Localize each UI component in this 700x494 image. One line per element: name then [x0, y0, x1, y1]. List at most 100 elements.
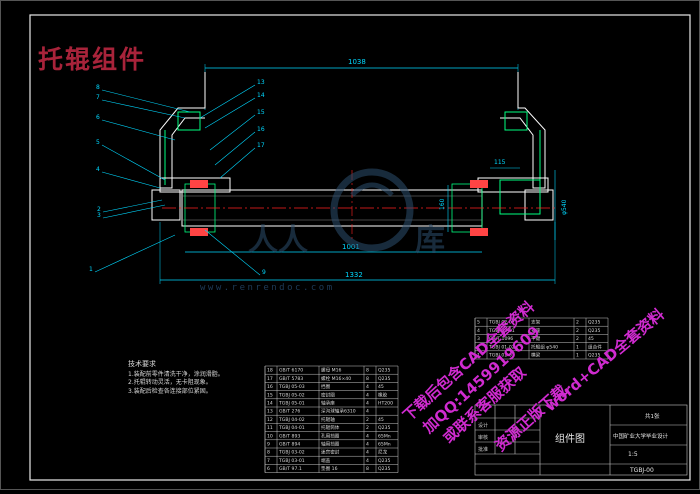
tech-note-line: 2.托辊转动灵活，无卡阻现象。 [128, 379, 212, 386]
table-cell: 1 [576, 344, 579, 350]
table-cell: 支架 [531, 319, 541, 326]
callout-leader [204, 229, 261, 276]
table-cell: 2 [366, 425, 369, 431]
right-bracket [477, 72, 554, 221]
table-cell: 4 [366, 458, 369, 464]
callout-number: 4 [96, 166, 100, 173]
table-cell: 9 [267, 442, 270, 448]
callout-leader [101, 171, 161, 189]
table-cell: GB/T 97.1 [279, 466, 302, 472]
drawing-title: 托辊组件 [38, 45, 147, 74]
callout-leaders [94, 84, 261, 276]
table-cell: 12 [267, 417, 273, 423]
table-cell: Q235 [378, 376, 390, 382]
callout-number: 3 [97, 212, 101, 219]
table-cell: TGBJ 03-02 [278, 450, 305, 456]
table-cell: Q235 [378, 466, 390, 472]
table-cell: 2 [477, 344, 480, 350]
table-cell: TGBJ 01-01 [488, 353, 515, 359]
callout-number: 8 [96, 84, 100, 91]
table-cell: 2 [576, 320, 579, 326]
callout-leader [101, 144, 166, 181]
callout-number: 15 [257, 109, 265, 116]
table-cell: 45 [588, 336, 594, 342]
table-cell: 3 [477, 336, 480, 342]
table-cell: 2 [576, 336, 579, 342]
table-cell: 6 [267, 466, 270, 472]
table-cell: 1 [477, 353, 480, 359]
table-cell: 8 [267, 450, 270, 456]
title-block-role1: 设计 [478, 422, 488, 429]
table-cell: 轴用挡圈 [321, 441, 340, 448]
dim-height-b: φ540 [561, 199, 568, 215]
callout-leader [102, 199, 163, 213]
table-cell: 横梁 [531, 352, 541, 359]
watermark-logo: 人人 库 [248, 168, 445, 258]
table-cell: TGBJ 01-02 [488, 344, 515, 350]
callout-number: 9 [262, 269, 266, 276]
table-cell: 支座 [531, 327, 541, 334]
table-cell: 5 [477, 320, 480, 326]
table-cell: GB/T 276 [279, 409, 300, 415]
site-watermark: www.renrendoc.com [200, 283, 335, 293]
table-cell: 65Mn [378, 433, 391, 439]
table-cell: 11 [267, 425, 273, 431]
callout-leader [209, 114, 256, 151]
table-cell: 挡圈 [321, 383, 331, 390]
tech-notes-heading: 技术要求 [128, 360, 156, 368]
callout-number: 13 [257, 79, 265, 86]
table-cell: 10 [267, 433, 273, 439]
table-cell: TGBJ 05-02 [278, 392, 305, 398]
title-block-role3: 批准 [478, 446, 488, 453]
table-cell: 4 [366, 401, 369, 407]
callout-number: 14 [257, 92, 265, 99]
svg-text:人人: 人人 [248, 223, 308, 258]
table-cell: 端盖 [321, 457, 331, 464]
title-block-scale: 1:5 [628, 451, 638, 458]
callout-number: 7 [96, 94, 100, 101]
table-cell: 轴承座 [321, 400, 335, 407]
callout-leader [214, 131, 256, 166]
table-cell: 4 [366, 384, 369, 390]
table-cell: 螺栓 M16×40 [321, 375, 351, 382]
table-cell: 螺母 M16 [321, 367, 342, 374]
table-cell: Q235 [378, 458, 390, 464]
table-cell: 45 [378, 384, 384, 390]
table-cell: 18 [267, 368, 273, 374]
table-cell: TGBJ 04-01 [278, 425, 305, 431]
callout-leader [102, 204, 166, 219]
callout-leader [219, 147, 256, 179]
table-cell: Q235 [378, 425, 390, 431]
dim-small: 115 [494, 159, 506, 166]
table-cell: GB/T 1096 [489, 336, 513, 342]
table-cell: 7 [267, 458, 270, 464]
tech-note-line: 3.装配后检查各连接部位紧固。 [128, 387, 212, 395]
table-cell: 迷宫密封 [321, 449, 340, 456]
table-cell: 4 [366, 442, 369, 448]
title-block-company: 中国矿业大学毕业设计 [613, 432, 669, 440]
callout-number: 16 [257, 126, 265, 133]
table-cell: TGBJ 02-02 [488, 320, 515, 326]
table-cell: 4 [477, 328, 480, 334]
table-cell: Q235 [588, 320, 600, 326]
dim-inner-span: 1001 [342, 243, 360, 251]
table-cell: 8 [366, 466, 369, 472]
title-block-name: 组件图 [555, 432, 585, 445]
callout-leader [199, 84, 256, 119]
tech-note-line: 1.装配前零件清洗干净，涂润滑脂。 [128, 370, 224, 378]
table-cell: 深沟球轴承6310 [321, 408, 356, 415]
roller-body [162, 170, 555, 240]
table-cell: 托辊组 φ540 [531, 343, 558, 350]
callout-number: 2 [97, 206, 101, 213]
callout-leader [101, 89, 191, 113]
table-cell: 1 [576, 353, 579, 359]
title-block-sheet: 共1张 [645, 412, 660, 420]
callout-number: 17 [257, 142, 265, 149]
table-cell: 托辊轴 [321, 416, 335, 423]
left-bracket [151, 72, 231, 221]
table-cell: 托辊筒体 [321, 424, 340, 431]
table-cell: TGBJ 03-01 [278, 458, 305, 464]
table-cell: GB/T 893 [279, 433, 300, 439]
